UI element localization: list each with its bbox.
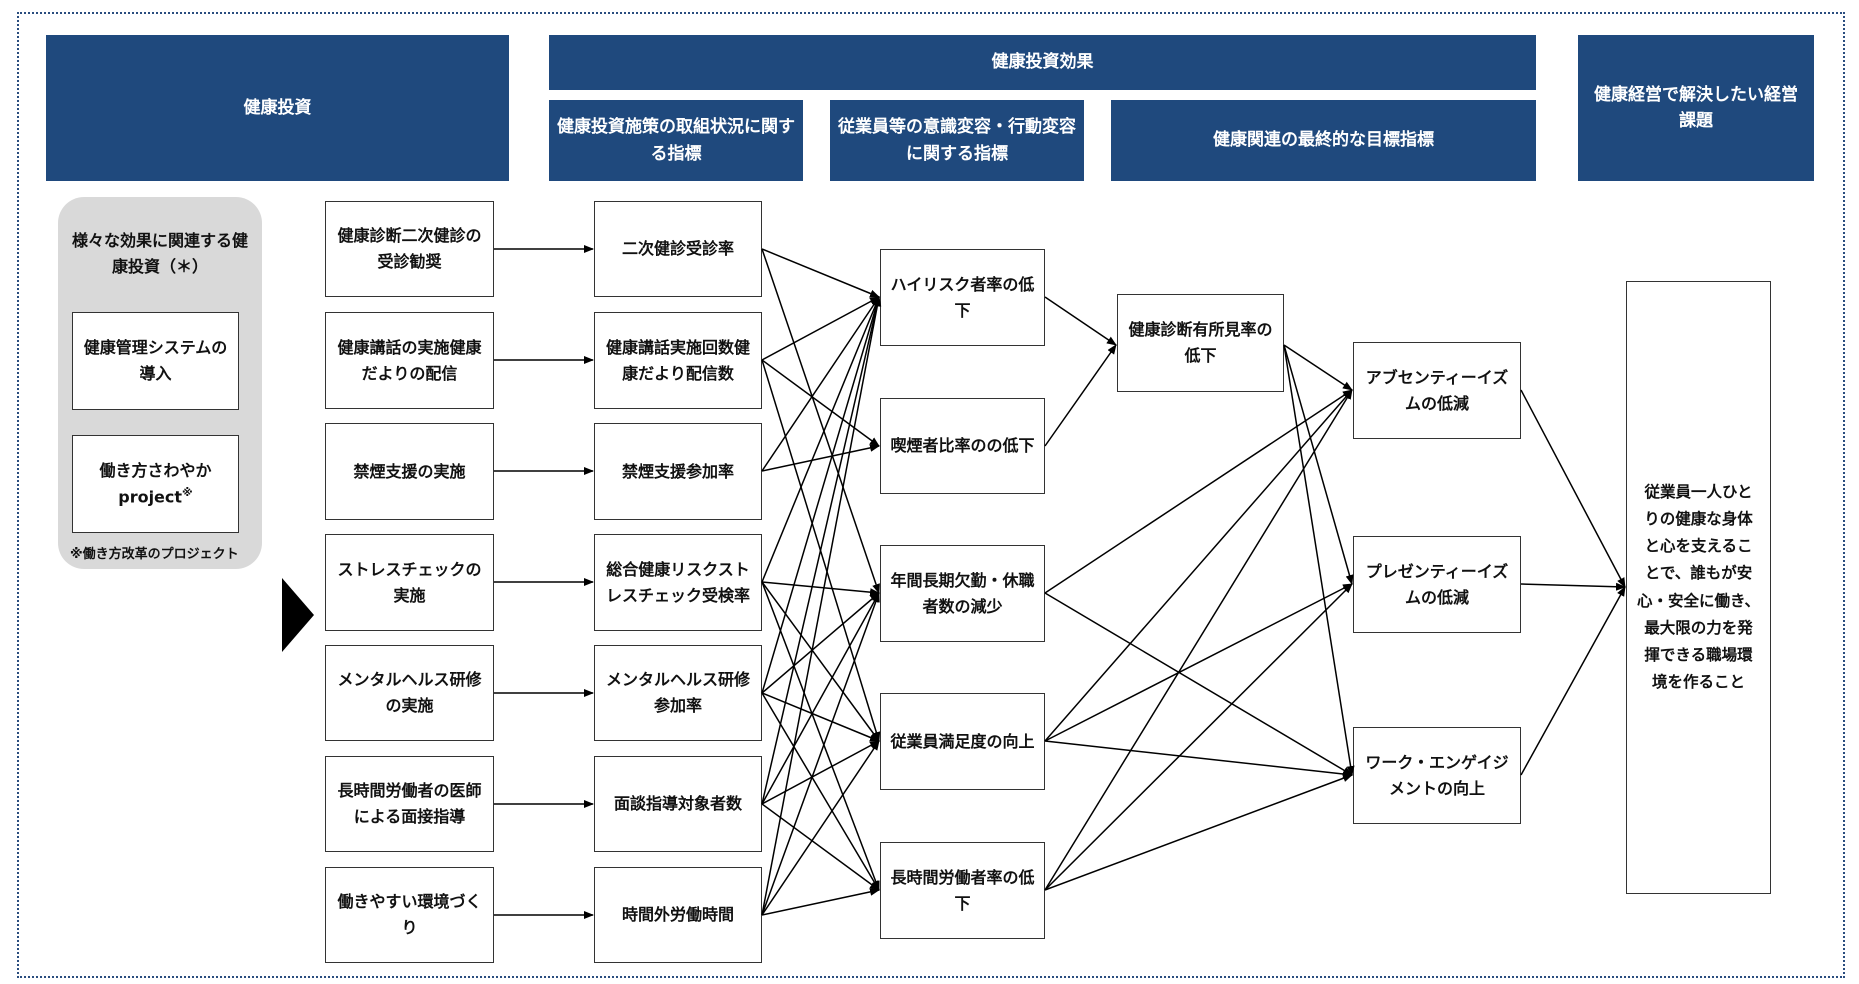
outcome-box: アブセンティーイズムの低減 [1353, 342, 1521, 439]
measure-box: メンタルヘルス研修の実施 [325, 645, 494, 741]
connector-arrow [1044, 774, 1353, 891]
connector-arrow [1044, 583, 1353, 742]
connector-arrow [1044, 389, 1353, 891]
behavior-box: 従業員満足度の向上 [880, 693, 1045, 790]
connector-arrow [1044, 389, 1353, 594]
measure-box: 健康診断二次健診の受診勧奨 [325, 201, 494, 297]
behavior-box: 喫煙者比率のの低下 [880, 398, 1045, 494]
connector-arrow [761, 592, 880, 916]
connector-arrow [761, 296, 880, 583]
project-name-line1: 働き方さわやか [99, 461, 212, 481]
connector-arrow [761, 296, 881, 805]
connector-arrow [761, 296, 881, 694]
connector-arrow [1044, 296, 1117, 346]
measure-box: ストレスチェックの実施 [325, 534, 494, 631]
connector-arrow [761, 692, 880, 891]
connector-arrow [761, 296, 880, 361]
measure-box: 長時間労働者の医師による面接指導 [325, 756, 494, 852]
connector-arrow [1044, 740, 1353, 778]
measure-box: 健康講話の実施健康だよりの配信 [325, 312, 494, 409]
indicator-box: 面談指導対象者数 [594, 756, 762, 852]
connector-arrow [1044, 583, 1353, 891]
connector-arrow [1044, 389, 1353, 742]
connector-arrow [1520, 389, 1626, 588]
header-management-issue: 健康経営で解決したい経営課題 [1578, 35, 1814, 181]
connector-arrow [1283, 344, 1355, 776]
goal-box: 従業員一人ひとりの健康な身体と心を支えることで、誰もが安心・安全に働き、最大限の… [1626, 281, 1771, 894]
connector-arrow [761, 692, 880, 742]
connector-arrow [761, 248, 880, 298]
sidebar-footnote: ※働き方改革のプロジェクト [70, 547, 239, 562]
connector-arrow [761, 887, 880, 916]
indicator-box: メンタルヘルス研修参加率 [594, 645, 762, 741]
connector-arrow [761, 740, 880, 916]
sidebar-item-workstyle-project: 働き方さわやか project※ [72, 435, 239, 533]
connector-arrow [761, 581, 880, 742]
indicator-box: 総合健康リスクストレスチェック受検率 [594, 534, 762, 631]
connector-arrow [761, 740, 880, 805]
connector-arrow [761, 296, 880, 472]
connector-arrow [761, 359, 880, 447]
behavior-box: 年間長期欠勤・休職者数の減少 [880, 545, 1045, 642]
dotted-frame [17, 12, 1845, 978]
connector-arrow [761, 248, 880, 594]
indicator-box: 二次健診受診率 [594, 201, 762, 297]
connector-arrow [1520, 582, 1626, 591]
connector-arrow [1520, 586, 1626, 776]
header-effect-awareness: 従業員等の意識変容・行動変容に関する指標 [830, 100, 1084, 181]
connector-arrow [1044, 592, 1353, 776]
outcome-box: プレゼンティーイズムの低減 [1353, 536, 1521, 633]
behavior-box: 長時間労働者率の低下 [880, 842, 1045, 939]
big-right-arrow-icon [282, 578, 314, 652]
connector-arrow [761, 581, 880, 597]
outcome-box: ワーク・エンゲイジメントの向上 [1353, 727, 1521, 824]
finding-rate-box: 健康診断有所見率の低下 [1117, 294, 1284, 392]
connector-arrow [1283, 344, 1353, 391]
connector-arrow [761, 803, 880, 891]
measure-box: 働きやすい環境づくり [325, 867, 494, 963]
measure-box: 禁煙支援の実施 [325, 423, 494, 520]
connector-arrow [761, 592, 880, 805]
header-effect-final: 健康関連の最終的な目標指標 [1111, 100, 1536, 181]
connector-arrow [1044, 344, 1117, 447]
connector-arrow [761, 581, 880, 891]
indicator-box: 禁煙支援参加率 [594, 423, 762, 520]
header-effect: 健康投資効果 [549, 35, 1536, 90]
connector-arrow [761, 443, 880, 472]
behavior-box: ハイリスク者率の低下 [880, 249, 1045, 346]
connector-arrow [761, 296, 882, 916]
project-name-line2: project※ [118, 485, 193, 507]
sidebar-title: 様々な効果に関連する健康投資（＊） [72, 231, 249, 277]
indicator-box: 健康講話実施回数健康だより配信数 [594, 312, 762, 409]
header-investment: 健康投資 [46, 35, 509, 181]
indicator-box: 時間外労働時間 [594, 867, 762, 963]
sidebar-item-health-system: 健康管理システムの導入 [72, 312, 239, 410]
header-effect-measures: 健康投資施策の取組状況に関する指標 [549, 100, 803, 181]
connector-arrow [761, 592, 880, 694]
connector-arrow [1283, 344, 1354, 585]
